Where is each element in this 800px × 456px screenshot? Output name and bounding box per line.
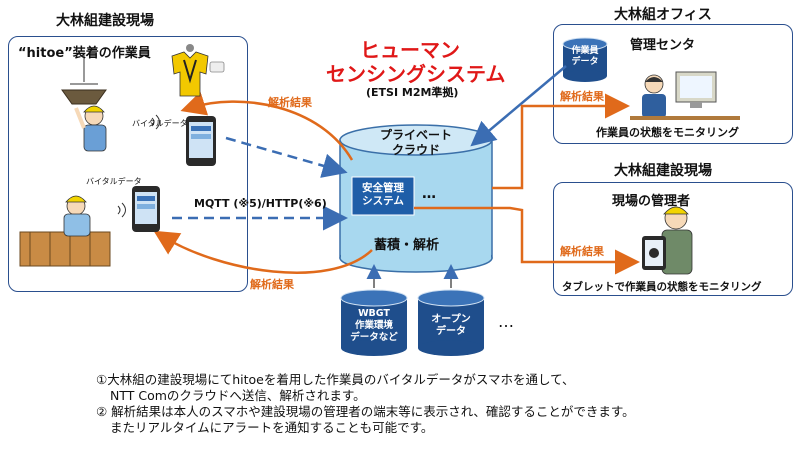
- safety-system-line2: システム: [362, 195, 404, 207]
- safety-system-line1: 安全管理: [362, 182, 404, 194]
- open-data-line1: オープン: [431, 314, 471, 325]
- signal-icon: [151, 114, 160, 130]
- worker-data-cylinder: [562, 37, 608, 82]
- management-center-label: 管理センタ: [630, 38, 696, 53]
- office-heading: 大林組オフィス: [614, 7, 712, 23]
- worker-data-line2: データ: [571, 57, 599, 67]
- vital-data-label-bottom: バイタルデータ: [86, 177, 142, 186]
- result-arrow-office: [492, 93, 630, 190]
- wbgt-cylinder: [340, 289, 408, 356]
- result-arrow-bottom-left: [153, 230, 373, 274]
- wbgt-line2: 作業環境: [354, 320, 393, 331]
- system-subtitle: (ETSI M2M準拠): [366, 86, 459, 99]
- storage-analysis-label: 蓄積・解析: [374, 238, 440, 253]
- worker-data-line1: 作業員: [571, 46, 599, 56]
- monitoring-operator-illustration: [630, 71, 740, 120]
- cloud-label-line2: クラウド: [391, 143, 440, 157]
- site-manager-label: 現場の管理者: [612, 194, 691, 209]
- cloud-label: プライベート クラウド: [376, 128, 456, 158]
- office-caption: 作業員の状態をモニタリング: [596, 126, 739, 139]
- uplink-arrow-top: [225, 136, 348, 178]
- open-data-label: オープン データ: [418, 314, 484, 338]
- site-manager-illustration: [642, 206, 693, 275]
- result-label-top-left: 解析結果: [268, 96, 312, 109]
- system-title-line1: ヒューマン: [360, 38, 460, 62]
- vital-data-label-top: バイタルデータ: [132, 119, 188, 128]
- wbgt-line1: WBGT: [358, 308, 390, 319]
- worker-data-arrow: [470, 65, 567, 147]
- right-site-heading: 大林組建設現場: [614, 163, 712, 179]
- smartphone-top-icon: [186, 116, 216, 166]
- smartphone-bottom-icon: [132, 186, 160, 232]
- note-line1: ①大林組の建設現場にてhitoeを着用した作業員のバイタルデータがスマホを通して…: [96, 372, 575, 387]
- worker-label: “hitoe”装着の作業員: [18, 46, 151, 61]
- safety-system-box: [351, 176, 415, 216]
- safety-system-label: 安全管理 システム: [352, 182, 414, 208]
- left-panel-title: 大林組建設現場: [56, 13, 154, 29]
- worker-top-illustration: [61, 55, 107, 152]
- note-line2: NTT Comのクラウドへ送信、解析されます。: [110, 388, 366, 403]
- system-title-line2: センシングシステム: [326, 62, 506, 86]
- wbgt-label: WBGT 作業環境 データなど: [341, 308, 407, 344]
- result-label-bottom-left: 解析結果: [250, 278, 294, 291]
- note-line4: またリアルタイムにアラートを通知することも可能です。: [110, 420, 434, 435]
- result-label-site: 解析結果: [560, 245, 604, 258]
- site-caption: タブレットで作業員の状態をモニタリング: [562, 281, 762, 293]
- cloud-label-line1: プライベート: [379, 128, 452, 142]
- more-data-ellipsis: …: [498, 312, 514, 331]
- notes-block: ①大林組の建設現場にてhitoeを着用した作業員のバイタルデータがスマホを通して…: [96, 372, 635, 436]
- wbgt-line3: データなど: [350, 332, 398, 343]
- open-data-cylinder: [417, 289, 485, 356]
- hitoe-shirt-icon: [171, 44, 225, 97]
- worker-bottom-illustration: [19, 195, 111, 267]
- protocol-label: MQTT (※5)/HTTP(※6): [194, 197, 327, 210]
- worker-data-label: 作業員 データ: [563, 46, 607, 68]
- result-arrow-top-left: [180, 91, 354, 161]
- result-label-office: 解析結果: [560, 90, 604, 103]
- result-arrow-site: [414, 206, 640, 275]
- open-data-line2: データ: [436, 326, 466, 337]
- signal-icon-2: [117, 202, 126, 218]
- cloud-ellipsis: …: [422, 186, 436, 202]
- note-line3: ② 解析結果は本人のスマホや建設現場の管理者の端末等に表示され、確認することがで…: [96, 404, 635, 419]
